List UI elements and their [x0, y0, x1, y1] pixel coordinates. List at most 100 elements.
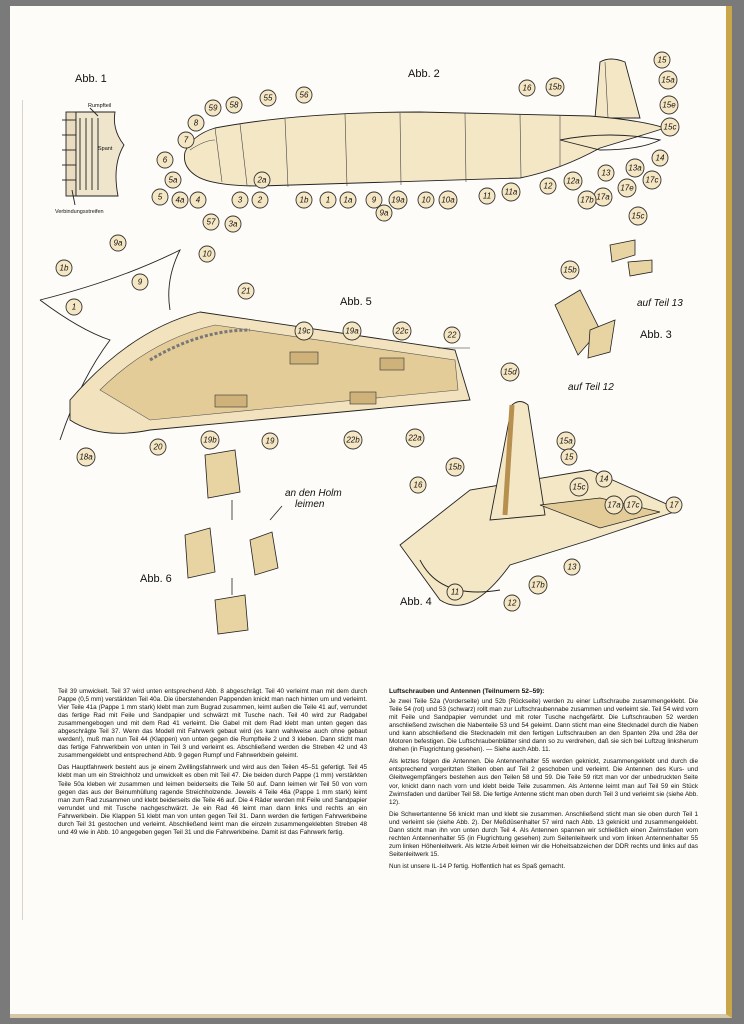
svg-text:22a: 22a	[407, 434, 422, 443]
abb2-callout-4: 4	[189, 191, 207, 209]
svg-text:9a: 9a	[114, 239, 123, 248]
figure-abb1: Abb. 1 Rumpfteil Spant Verbindungsstreif…	[55, 73, 125, 215]
abb5-callout-9: 9	[131, 273, 149, 291]
svg-text:22: 22	[447, 331, 457, 340]
svg-text:16: 16	[523, 84, 532, 93]
svg-text:1: 1	[326, 196, 330, 205]
abb2-callout-5: 5	[151, 188, 169, 206]
abb2-callout-12: 12	[539, 177, 557, 195]
abb3-note-teil12: auf Teil 12	[568, 382, 614, 393]
abb2-callout-17b: 17b	[577, 190, 597, 210]
svg-text:56: 56	[300, 91, 309, 100]
svg-text:13a: 13a	[628, 164, 642, 173]
svg-text:15c: 15c	[664, 123, 677, 132]
svg-text:9a: 9a	[380, 209, 389, 218]
abb2-callout-59: 59	[204, 99, 222, 117]
abb4-callout-15b: 15b	[445, 457, 465, 477]
abb2-callout-3: 3	[231, 191, 249, 209]
svg-text:17b: 17b	[580, 196, 594, 205]
abb2-callout-5a: 5a	[164, 171, 182, 189]
abb2-callout-9a: 9a	[375, 204, 393, 222]
svg-text:19a: 19a	[391, 196, 405, 205]
abb2-callout-14: 14	[651, 149, 669, 167]
svg-text:15a: 15a	[559, 437, 573, 446]
figure-abb2: Abb. 2	[184, 58, 667, 188]
abb2-callout-10a: 10a	[438, 190, 458, 210]
svg-text:4a: 4a	[176, 196, 185, 205]
abb5-callout-22: 22	[443, 326, 461, 344]
svg-text:1b: 1b	[60, 264, 69, 273]
svg-text:10: 10	[422, 196, 431, 205]
abb1-verbindung: Verbindungsstreifen	[55, 209, 104, 215]
abb4-callout-11: 11	[446, 583, 464, 601]
svg-text:1a: 1a	[344, 196, 353, 205]
abb4-callout-17c: 17c	[623, 495, 643, 515]
svg-text:14: 14	[600, 475, 609, 484]
abb5-callout-22b: 22b	[343, 430, 363, 450]
svg-text:2a: 2a	[257, 176, 267, 185]
svg-text:15c: 15c	[632, 212, 645, 221]
abb4-callout-17: 17	[665, 496, 683, 514]
svg-text:11a: 11a	[505, 188, 518, 197]
svg-text:15e: 15e	[662, 101, 676, 110]
abb2-callout-15e: 15e	[659, 95, 679, 115]
abb4-callout-17a: 17a	[604, 495, 624, 515]
abb4-callout-15a: 15a	[556, 431, 576, 451]
svg-text:10a: 10a	[441, 196, 455, 205]
svg-text:12: 12	[544, 182, 553, 191]
svg-text:15a: 15a	[661, 76, 675, 85]
svg-text:1: 1	[72, 303, 76, 312]
text-column-right: Luftschrauben und Antennen (Teilnumern 5…	[389, 688, 698, 875]
svg-text:13: 13	[568, 563, 577, 572]
abb6-note-line2: leimen	[295, 499, 325, 510]
abb3-callout-15b: 15b	[560, 260, 580, 280]
abb3-callout-15c: 15c	[628, 206, 648, 226]
abb2-callout-15c: 15c	[660, 117, 680, 137]
abb5-callout-22a: 22a	[405, 428, 425, 448]
svg-text:17: 17	[670, 501, 679, 510]
abb5-callout-19: 19	[261, 432, 279, 450]
abb4-callout-14: 14	[595, 470, 613, 488]
abb2-callout-58: 58	[225, 96, 243, 114]
abb2-callout-11: 11	[478, 187, 496, 205]
abb2-callout-17c: 17c	[642, 170, 662, 190]
abb4-callout-12: 12	[503, 594, 521, 612]
svg-text:19a: 19a	[345, 327, 359, 336]
abb5-callout-19c: 19c	[294, 321, 314, 341]
abb2-callout-55: 55	[259, 89, 277, 107]
svg-text:13: 13	[602, 169, 611, 178]
svg-text:15d: 15d	[503, 368, 517, 377]
svg-text:21: 21	[241, 287, 251, 296]
abb2-callout-56: 56	[295, 86, 313, 104]
svg-text:22b: 22b	[345, 436, 360, 445]
abb2-callout-13: 13	[597, 164, 615, 182]
abb4-callout-15d: 15d	[500, 362, 520, 382]
svg-text:19b: 19b	[203, 436, 217, 445]
abb2-title: Abb. 2	[408, 68, 440, 80]
abb2-callout-57: 57	[202, 213, 220, 231]
figure-abb6: Abb. 6 an den Holm leimen	[140, 449, 342, 635]
abb2-callout-3a: 3a	[224, 215, 242, 233]
abb3-note-teil13: auf Teil 13	[637, 298, 683, 309]
abb2-callout-17a: 17a	[593, 187, 613, 207]
abb5-callout-22c: 22c	[392, 321, 412, 341]
abb2-callout-12a: 12a	[563, 171, 583, 191]
abb2-callout-2: 2	[251, 191, 269, 209]
abb2-callout-15b: 15b	[545, 77, 565, 97]
abb5-callout-18a: 18a	[76, 447, 96, 467]
abb5-callout-21: 21	[237, 282, 255, 300]
assembly-figures: Abb. 1 Rumpfteil Spant Verbindungsstreif…	[39, 51, 683, 635]
svg-text:1b: 1b	[300, 196, 309, 205]
abb4-callout-15c: 15c	[569, 477, 589, 497]
svg-text:20: 20	[153, 443, 163, 452]
abb2-callout-19a: 19a	[388, 190, 408, 210]
svg-text:12a: 12a	[566, 177, 580, 186]
abb2-callout-7: 7	[177, 131, 195, 149]
svg-text:2: 2	[257, 196, 263, 205]
binding-gutter	[22, 100, 23, 920]
figure-abb3: Abb. 3 auf Teil 13 auf Teil 12	[554, 239, 683, 393]
abb5-callout-19a: 19a	[342, 321, 362, 341]
abb6-note-line1: an den Holm	[285, 488, 342, 499]
abb2-callout-2a: 2a	[253, 171, 271, 189]
